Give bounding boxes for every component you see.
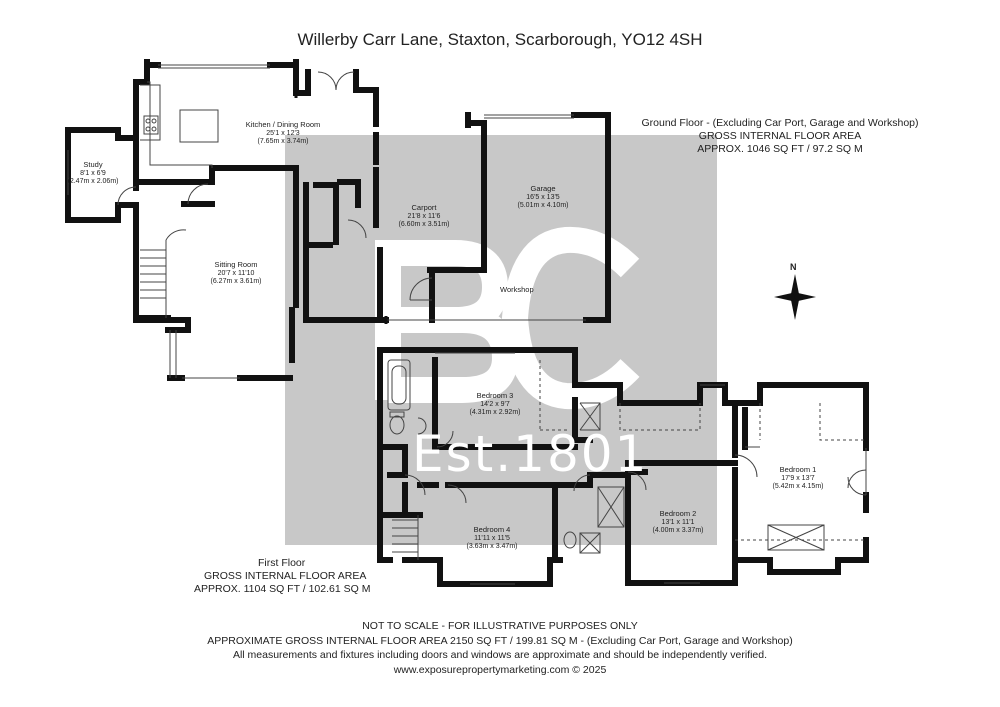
room-name: Study [83, 160, 103, 169]
first-floor-line1: First Floor [258, 557, 306, 569]
room-imperial: 13'1 x 11'1 [661, 518, 695, 526]
room-metric: (5.01m x 4.10m) [517, 202, 569, 210]
window-markers [133, 93, 388, 324]
room-metric: (4.31m x 2.92m) [469, 409, 521, 417]
first-floor-label: First Floor GROSS INTERNAL FLOOR AREA AP… [180, 557, 370, 596]
room-metric: (7.65m x 3.74m) [257, 138, 309, 146]
room-metric: (2.47m x 2.06m) [67, 178, 119, 186]
room-imperial: 20'7 x 11'10 [217, 269, 255, 277]
ground-floor-label: Ground Floor - (Excluding Car Port, Gara… [620, 117, 940, 156]
room-bedroom3: Bedroom 3 14'2 x 9'7 (4.31m x 2.92m) [469, 391, 521, 418]
room-metric: (3.63m x 3.47m) [466, 543, 518, 551]
room-metric: (4.00m x 3.37m) [652, 527, 704, 535]
first-floor-line3: APPROX. 1104 SQ FT / 102.61 SQ M [194, 583, 371, 595]
watermark-est: Est.1801 [412, 425, 649, 483]
note-disclaimer: All measurements and fixtures including … [232, 649, 768, 661]
room-study: Study 8'1 x 6'9 (2.47m x 2.06m) [67, 160, 119, 187]
compass-rose-icon [774, 274, 816, 320]
first-floor-line2: GROSS INTERNAL FLOOR AREA [204, 570, 367, 582]
room-bedroom1: Bedroom 1 17'9 x 13'7 (5.42m x 4.15m) [772, 465, 824, 492]
room-metric: (5.42m x 4.15m) [772, 483, 824, 491]
room-sitting: Sitting Room 20'7 x 11'10 (6.27m x 3.61m… [210, 260, 262, 287]
room-name: Carport [411, 203, 437, 212]
first-floor-fixtures [387, 352, 867, 585]
note-scale: NOT TO SCALE - FOR ILLUSTRATIVE PURPOSES… [362, 620, 638, 632]
room-garage: Garage 16'5 x 13'5 (5.01m x 4.10m) [517, 184, 569, 211]
ground-floor-walls [65, 59, 611, 381]
page-title: Willerby Carr Lane, Staxton, Scarborough… [297, 30, 703, 49]
room-name: Garage [530, 184, 556, 193]
room-carport: Carport 21'8 x 11'6 (6.60m x 3.51m) [398, 203, 450, 230]
room-name: Sitting Room [214, 260, 258, 269]
room-bedroom4: Bedroom 4 11'11 x 11'5 (3.63m x 3.47m) [466, 525, 518, 552]
room-metric: (6.60m x 3.51m) [398, 221, 450, 229]
room-name: Bedroom 4 [473, 525, 511, 534]
room-imperial: 14'2 x 9'7 [480, 400, 510, 408]
room-imperial: 21'8 x 11'6 [407, 212, 441, 220]
room-imperial: 17'9 x 13'7 [781, 474, 815, 482]
room-kitchen: Kitchen / Dining Room 25'1 x 12'3 (7.65m… [245, 120, 321, 147]
room-metric: (6.27m x 3.61m) [210, 278, 262, 286]
room-name: Bedroom 2 [659, 509, 697, 518]
room-name: Bedroom 3 [476, 391, 514, 400]
room-name: Bedroom 1 [779, 465, 817, 474]
ground-floor-line2: GROSS INTERNAL FLOOR AREA [698, 130, 862, 142]
footer-notes: NOT TO SCALE - FOR ILLUSTRATIVE PURPOSES… [150, 619, 850, 677]
ground-floor-line1: Ground Floor - (Excluding Car Port, Gara… [641, 117, 919, 129]
north-arrow: N [772, 262, 818, 322]
room-imperial: 8'1 x 6'9 [80, 169, 106, 177]
note-website: www.exposurepropertymarketing.com © 2025 [393, 663, 607, 676]
room-imperial: 11'11 x 11'5 [474, 534, 510, 542]
room-imperial: 25'1 x 12'3 [266, 129, 300, 137]
room-imperial: 16'5 x 13'5 [526, 193, 560, 201]
note-area: APPROXIMATE GROSS INTERNAL FLOOR AREA 21… [207, 634, 793, 647]
north-label: N [790, 262, 797, 272]
room-name: Kitchen / Dining Room [245, 120, 321, 129]
ground-floor-line3: APPROX. 1046 SQ FT / 97.2 SQ M [697, 143, 863, 155]
room-bedroom2: Bedroom 2 13'1 x 11'1 (4.00m x 3.37m) [652, 509, 704, 536]
room-workshop: Workshop [500, 285, 534, 294]
ground-floor-fixtures [67, 64, 586, 379]
